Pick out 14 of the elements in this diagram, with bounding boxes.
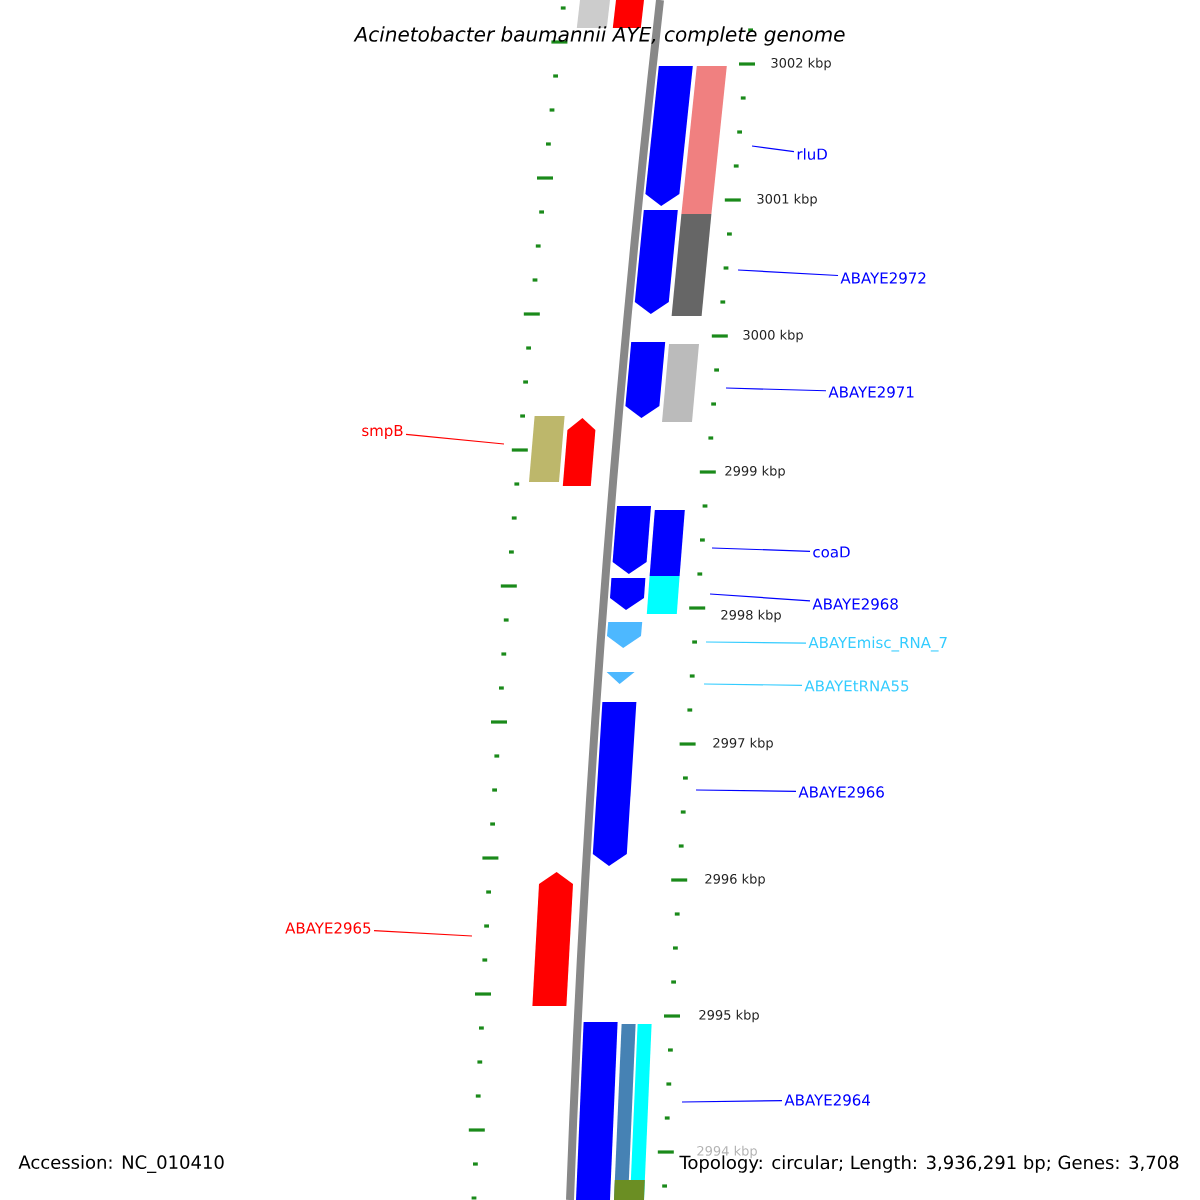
title: Acinetobacter baumannii AYE, complete genome: [353, 26, 845, 46]
leader-line: [737, 269, 839, 277]
leader-line: [751, 145, 795, 153]
accession-text: Accession: NC_010410: [18, 1155, 224, 1173]
leader-line: [703, 683, 803, 686]
leader-line: [681, 1100, 783, 1103]
leader-line: [705, 641, 807, 644]
leader-line: [695, 789, 797, 792]
genome-info-text: Topology: circular; Length: 3,936,291 bp; Genes: 3,708: [679, 1155, 1179, 1173]
leader-line: [711, 547, 811, 552]
leader-line: [405, 433, 505, 445]
leader-line: [709, 593, 811, 602]
leader-line: [725, 387, 827, 392]
leader-line: [373, 929, 473, 937]
